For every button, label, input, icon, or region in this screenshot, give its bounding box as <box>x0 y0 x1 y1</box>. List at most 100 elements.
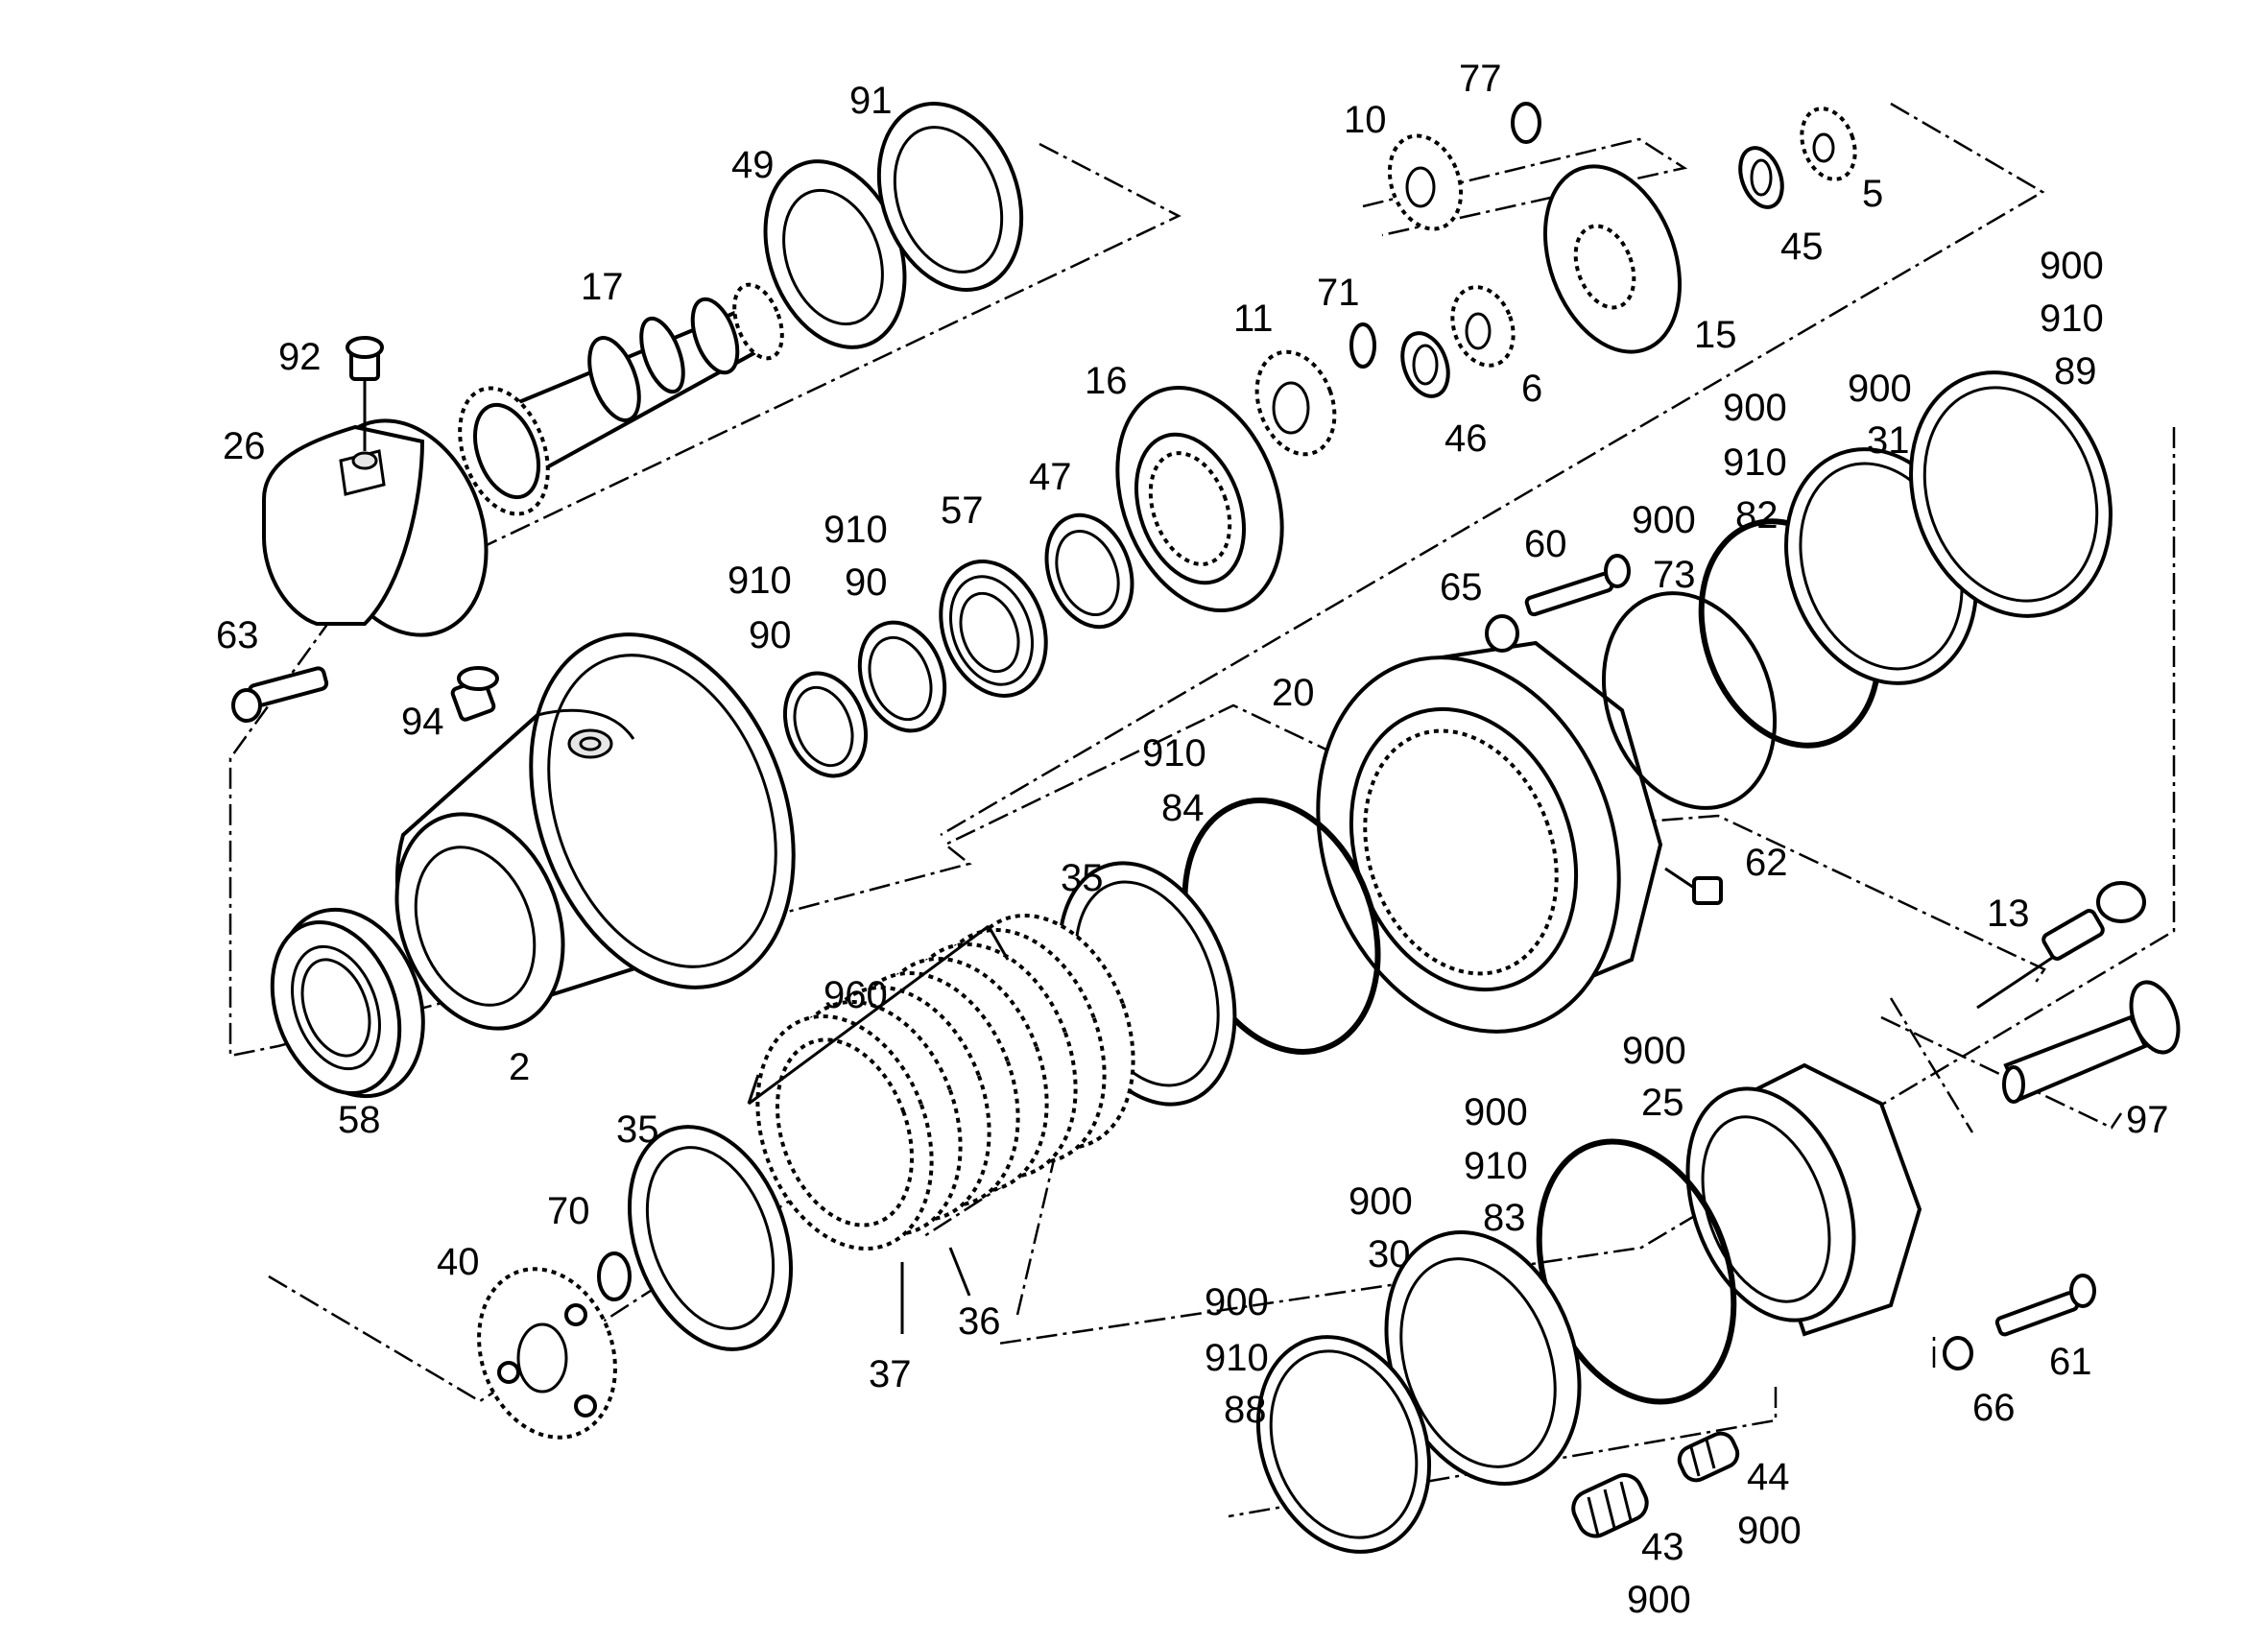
label-10: 10 <box>1344 99 1387 141</box>
part-17-shaft <box>458 282 784 516</box>
label-35-a: 35 <box>1061 857 1104 899</box>
label-31: 31 <box>1867 419 1910 462</box>
part-70-circlip <box>597 1251 632 1301</box>
part-40-gear <box>477 1267 617 1440</box>
part-94-plug <box>450 666 499 722</box>
label-900-e: 900 <box>1622 1030 1686 1072</box>
part-89-ring <box>1909 370 2113 618</box>
part-66-washer <box>1943 1336 1973 1370</box>
part-35-ring-lower <box>627 1125 794 1351</box>
label-30: 30 <box>1368 1233 1411 1275</box>
label-65: 65 <box>1440 566 1483 608</box>
label-90-b: 90 <box>749 614 792 656</box>
label-60: 60 <box>1524 523 1567 565</box>
label-910-c2: 910 <box>1723 441 1787 484</box>
label-37: 37 <box>869 1353 912 1395</box>
label-91: 91 <box>849 80 893 122</box>
part-2-housing <box>394 632 796 1031</box>
label-71: 71 <box>1317 272 1360 314</box>
label-90-a: 90 <box>845 561 888 604</box>
label-900-b: 900 <box>1723 387 1787 429</box>
part-91-shim <box>876 102 1024 292</box>
label-910-f: 910 <box>1464 1145 1528 1187</box>
label-900-c: 900 <box>1848 368 1912 410</box>
label-36: 36 <box>958 1300 1001 1343</box>
label-25: 25 <box>1641 1082 1684 1124</box>
part-92-screw <box>346 336 384 451</box>
label-910-g: 910 <box>1205 1337 1269 1379</box>
part-960-disc-pack <box>755 913 1135 1251</box>
part-13-breather <box>1976 881 2146 1010</box>
part-77-circlip <box>1511 102 1541 144</box>
part-11-gear <box>1254 349 1337 457</box>
label-910-c: 910 <box>2040 298 2104 340</box>
part-6-gear <box>1450 285 1516 368</box>
label-20: 20 <box>1272 672 1315 714</box>
label-94: 94 <box>401 701 444 743</box>
part-90-ring-a <box>782 671 869 778</box>
label-900-f: 900 <box>1464 1091 1528 1133</box>
label-900-d: 900 <box>1632 499 1696 541</box>
part-60-screw <box>1524 554 1631 617</box>
part-20-housing <box>1316 640 1663 1034</box>
label-16: 16 <box>1085 360 1128 402</box>
label-58: 58 <box>338 1099 381 1141</box>
part-73-snapring <box>1601 591 1778 810</box>
part-labels: 91 49 17 92 26 63 94 2 58 77 10 5 45 15 … <box>216 58 2169 1621</box>
label-6: 6 <box>1521 368 1542 410</box>
label-40: 40 <box>437 1241 480 1283</box>
label-83: 83 <box>1483 1197 1526 1239</box>
label-960: 960 <box>824 974 888 1016</box>
part-30-piston <box>1384 1230 1582 1486</box>
label-49: 49 <box>731 144 775 186</box>
label-11: 11 <box>1233 298 1274 340</box>
label-89: 89 <box>2054 350 2097 393</box>
label-45: 45 <box>1780 226 1824 268</box>
part-16-carrier <box>1115 385 1284 613</box>
label-5: 5 <box>1862 173 1883 215</box>
part-25-cylinder <box>1685 1062 1922 1337</box>
label-910-a: 910 <box>824 509 888 551</box>
label-900-g: 900 <box>1349 1180 1413 1223</box>
label-44: 44 <box>1747 1456 1790 1498</box>
part-47-ring <box>1044 512 1134 630</box>
part-58-bearing <box>270 907 425 1099</box>
label-62: 62 <box>1745 842 1788 884</box>
label-57: 57 <box>941 489 984 532</box>
part-43-spring <box>1571 1473 1649 1538</box>
label-910-e: 910 <box>1142 732 1206 774</box>
label-66: 66 <box>1972 1387 2016 1429</box>
label-97: 97 <box>2126 1099 2169 1141</box>
label-35-b: 35 <box>616 1108 659 1151</box>
part-5-gear <box>1800 107 1857 181</box>
label-92: 92 <box>278 336 322 378</box>
part-63-screw <box>231 666 329 723</box>
part-97-pin <box>2002 980 2181 1104</box>
label-2: 2 <box>509 1046 530 1088</box>
label-43: 43 <box>1641 1526 1684 1568</box>
part-71-circlip <box>1349 322 1376 369</box>
label-88: 88 <box>1224 1389 1267 1431</box>
label-73: 73 <box>1653 554 1696 596</box>
part-62-plug <box>1664 867 1723 905</box>
label-77: 77 <box>1459 58 1502 100</box>
label-61: 61 <box>2049 1341 2092 1383</box>
label-70: 70 <box>547 1190 590 1232</box>
label-26: 26 <box>223 425 266 467</box>
part-26-cover <box>262 418 489 637</box>
label-47: 47 <box>1029 456 1072 498</box>
part-15-carrier <box>1542 164 1683 354</box>
label-82: 82 <box>1735 494 1779 536</box>
part-45-washer <box>1738 146 1784 209</box>
label-63: 63 <box>216 614 259 656</box>
part-88-ring <box>1255 1335 1432 1554</box>
label-900-h: 900 <box>1205 1281 1269 1323</box>
label-17: 17 <box>581 266 624 308</box>
label-15: 15 <box>1694 314 1737 356</box>
part-44-spring <box>1677 1431 1740 1483</box>
label-900-j: 900 <box>1627 1579 1691 1621</box>
part-10-gear <box>1387 133 1464 231</box>
label-900-a: 900 <box>2040 245 2104 287</box>
part-57-bearing <box>939 560 1048 698</box>
